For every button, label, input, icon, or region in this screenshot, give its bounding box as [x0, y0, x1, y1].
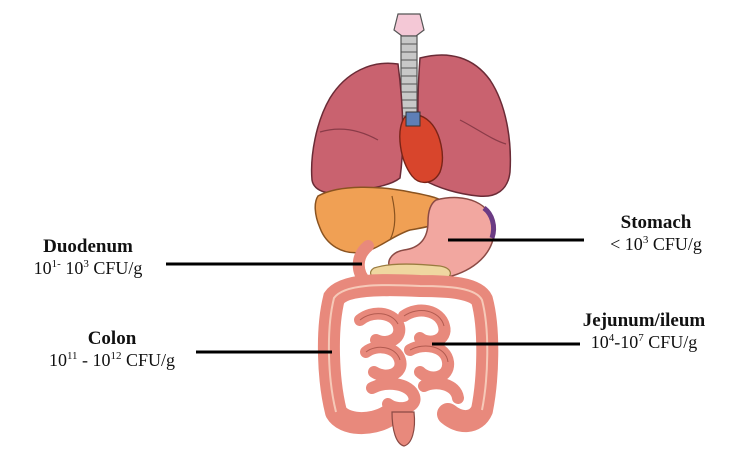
- colon-count: 1011 - 1012 CFU/g: [28, 350, 196, 371]
- rectum: [392, 412, 415, 446]
- duodenum-label: Duodenum 101- 103 CFU/g: [8, 236, 168, 279]
- jejunum-count: 104-107 CFU/g: [562, 332, 726, 353]
- left-lung: [312, 63, 403, 193]
- jejunum-label: Jejunum/ileum 104-107 CFU/g: [562, 310, 726, 353]
- jejunum-name: Jejunum/ileum: [562, 310, 726, 332]
- colon-label: Colon 1011 - 1012 CFU/g: [28, 328, 196, 371]
- duodenum-count: 101- 103 CFU/g: [8, 258, 168, 279]
- stomach-name: Stomach: [586, 212, 726, 234]
- stomach-label: Stomach < 103 CFU/g: [586, 212, 726, 255]
- duodenum-name: Duodenum: [8, 236, 168, 258]
- colon-name: Colon: [28, 328, 196, 350]
- stomach-count: < 103 CFU/g: [586, 234, 726, 255]
